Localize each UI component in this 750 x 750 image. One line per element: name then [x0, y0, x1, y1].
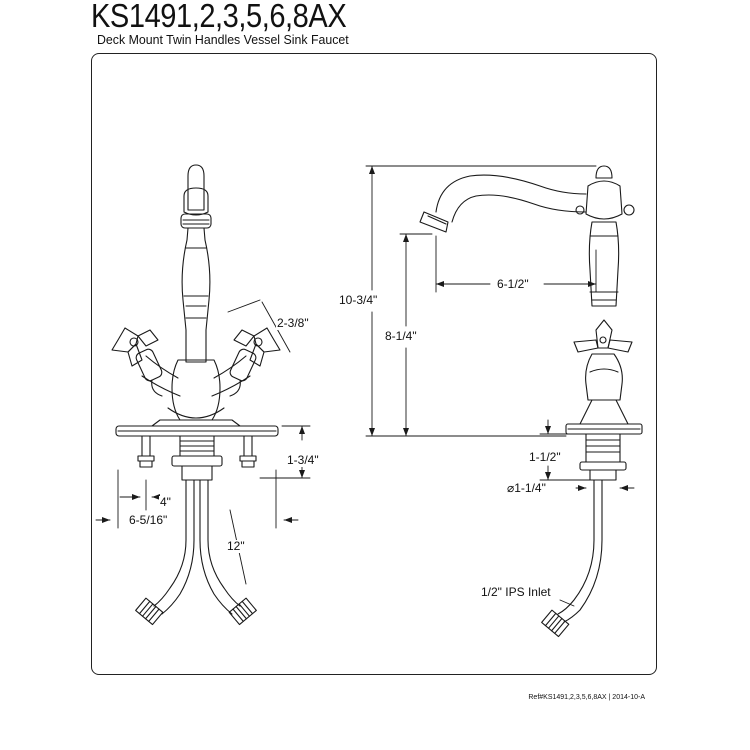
page-subtitle: Deck Mount Twin Handles Vessel Sink Fauc… [97, 32, 349, 47]
dim-spout-reach: 6-1/2" [496, 277, 530, 291]
dim-inlet: 1/2" IPS Inlet [480, 585, 552, 599]
reference-code: Ref#KS1491,2,3,5,6,8AX | 2014-10-A [528, 694, 645, 701]
side-view-dimension-lines [365, 165, 635, 607]
dim-spout-height: 8-1/4" [384, 329, 418, 343]
dimension-arrowheads [102, 166, 628, 523]
drawing-frame [91, 53, 657, 675]
dim-hose-length: 12" [226, 539, 246, 553]
front-view-dimension-lines [95, 299, 311, 585]
side-view-faucet [419, 165, 643, 638]
dim-overall-width: 6-5/16" [128, 513, 169, 527]
dim-handle-spread: 2-3/8" [276, 316, 310, 330]
dim-overall-height: 10-3/4" [338, 293, 379, 307]
page-title: KS1491,2,3,5,6,8AX [91, 0, 347, 34]
dim-center-spacing: 4" [159, 495, 172, 509]
dim-shank-diameter: ⌀1-1/4" [506, 481, 547, 495]
dim-deck-height: 1-3/4" [286, 453, 320, 467]
dim-shank-height: 1-1/2" [528, 450, 562, 464]
front-view-faucet [111, 164, 281, 626]
